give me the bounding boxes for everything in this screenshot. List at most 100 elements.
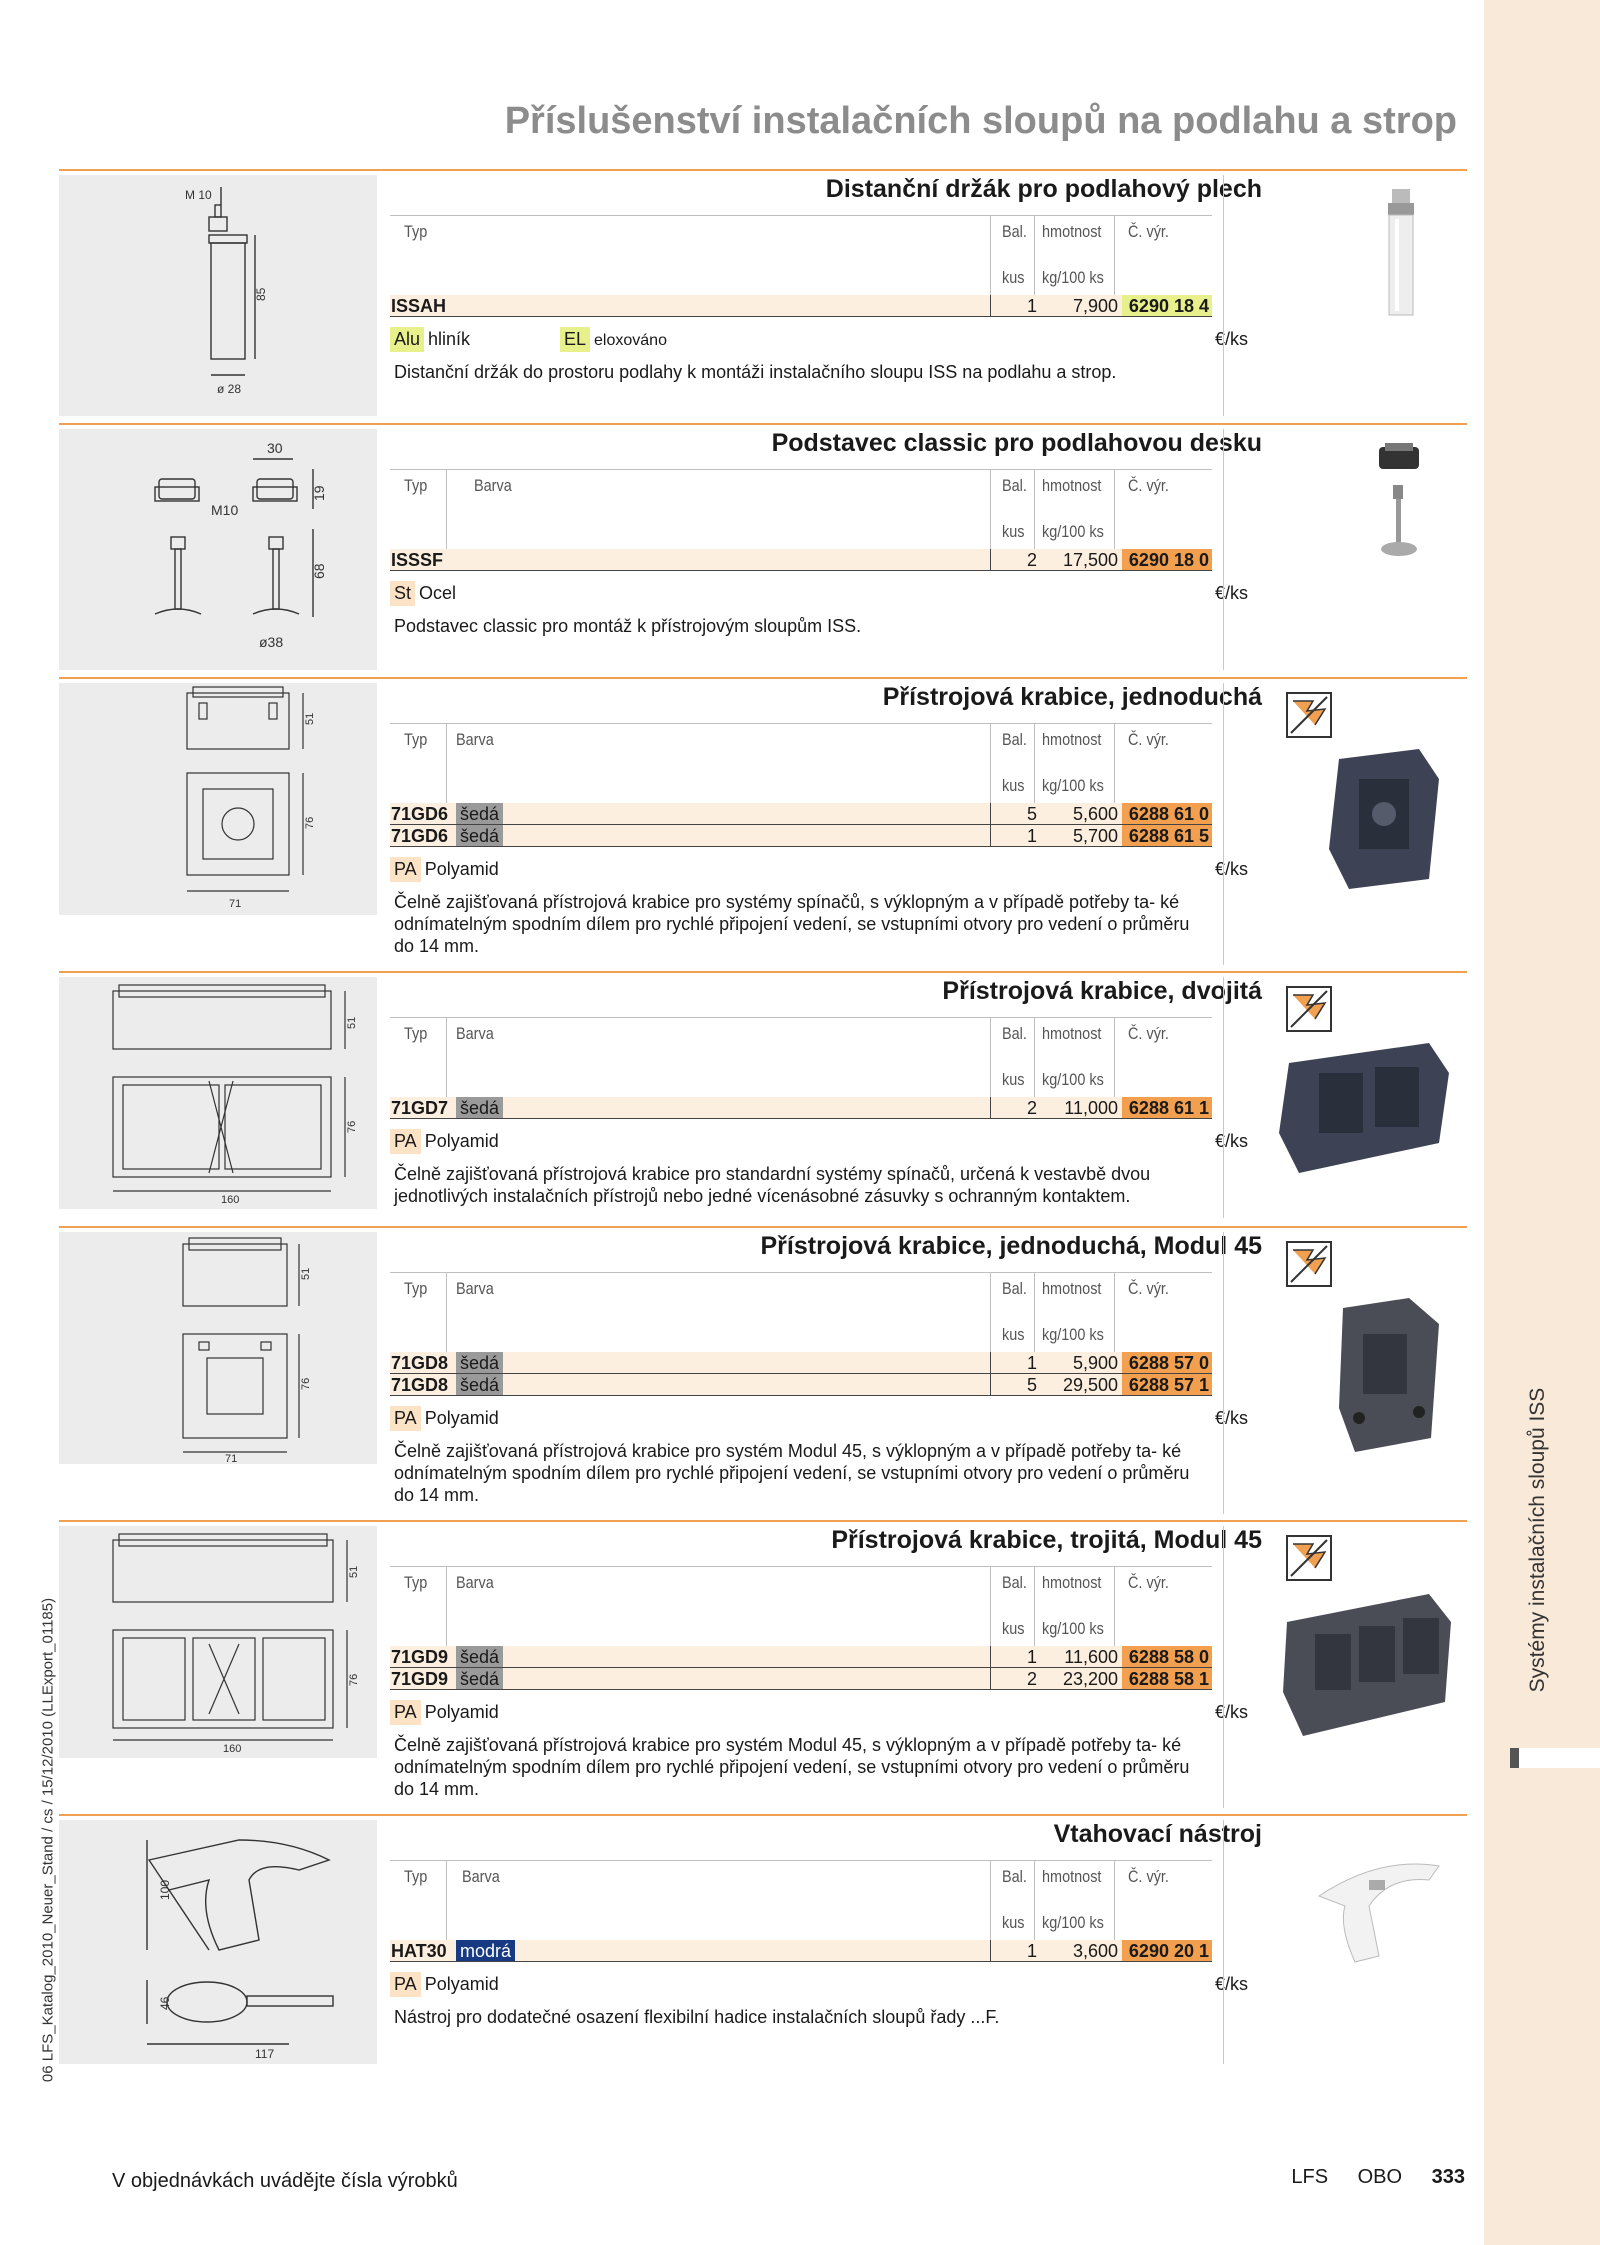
section-title: Přístrojová krabice, jednoduchá, Modul 4… [760, 1232, 1262, 1260]
footer-brand: LFS OBO 333 [1267, 2166, 1465, 2189]
section-title: Přístrojová krabice, trojitá, Modul 45 [831, 1526, 1262, 1554]
side-tab-marker [1510, 1748, 1600, 1768]
flag-certification-icon [1285, 1534, 1333, 1582]
svg-text:51: 51 [300, 1268, 312, 1280]
svg-text:71: 71 [225, 1453, 237, 1464]
single-box-drawing-icon: 51 76 71 [186, 686, 316, 910]
footer-brand-obo: OBO [1357, 2166, 1403, 2188]
price-unit: €/ks [1214, 1408, 1248, 1428]
table-row: 71GD6 šedá 1 5,700 6288 61 5 [390, 825, 1212, 847]
price-unit: €/ks [1214, 329, 1248, 349]
description: Nástroj pro dodatečné osazení flexibilní… [394, 2007, 1000, 2027]
table-row: ISSAH 1 7,900 6290 18 4 [390, 295, 1212, 317]
product-section-2: 30 19 M10 68 ø38 Podstavec classic pro p… [59, 423, 1467, 670]
svg-text:M 10: M 10 [185, 188, 212, 202]
table-header: Typ Barva Bal. hmotnost Č. výr. kus kg/1… [390, 723, 1212, 820]
product-photo [1259, 1033, 1459, 1193]
description: Podstavec classic pro montáž k přístrojo… [394, 616, 862, 636]
svg-text:51: 51 [348, 1566, 360, 1578]
section-title: Vtahovací nástroj [1053, 1820, 1262, 1848]
product-photo [1259, 1582, 1459, 1752]
table-header: Typ Barva Bal. hmotnost Č. výr. kus kg/1… [390, 1860, 1212, 1957]
section-title: Přístrojová krabice, dvojitá [942, 977, 1262, 1005]
footer-brand-lfs: LFS [1291, 2166, 1329, 2188]
svg-text:30: 30 [267, 440, 283, 456]
page-title: Příslušenství instalačních sloupů na pod… [504, 100, 1457, 142]
svg-text:46: 46 [158, 1996, 172, 2010]
svg-text:ø 28: ø 28 [217, 382, 241, 396]
section-title: Distanční držák pro podlahový plech [825, 175, 1262, 203]
technical-drawing: 51 76 71 [59, 683, 377, 915]
section-title: Přístrojová krabice, jednoduchá [882, 683, 1262, 711]
double-box-drawing-icon: 51 76 160 [112, 984, 358, 1206]
flag-certification-icon [1285, 985, 1333, 1033]
technical-drawing: 51 76 160 [59, 1526, 377, 1758]
svg-text:100: 100 [158, 1880, 172, 1900]
svg-text:68: 68 [311, 563, 327, 579]
svg-text:160: 160 [223, 1743, 241, 1755]
spacer-drawing-icon: M 10 85 ø 28 [185, 187, 268, 396]
technical-drawing: 51 76 160 [59, 977, 377, 1209]
table-row: ISSSF 2 17,500 6290 18 0 [390, 549, 1212, 571]
product-photo [1259, 1288, 1459, 1468]
svg-text:76: 76 [300, 1378, 312, 1390]
product-photo [1259, 739, 1459, 919]
price-unit: €/ks [1214, 583, 1248, 603]
svg-text:76: 76 [348, 1674, 360, 1686]
product-section-1: M 10 85 ø 28 Distanční držák pro podlaho… [59, 169, 1467, 416]
base-drawing-icon: 30 19 M10 68 ø38 [154, 440, 327, 650]
table-row: 71GD8 šedá 5 29,500 6288 57 1 [390, 1374, 1212, 1396]
triple-box-photo-icon [1283, 1594, 1451, 1736]
description: Čelně zajišťovaná přístrojová krabice pr… [394, 1441, 1190, 1505]
technical-drawing: 100 46 117 [59, 1820, 377, 2064]
description: Čelně zajišťovaná přístrojová krabice pr… [394, 892, 1190, 956]
price-unit: €/ks [1214, 1974, 1248, 1994]
spacer-photo-icon [1388, 189, 1414, 316]
triple-box-drawing-icon: 51 76 160 [112, 1533, 360, 1755]
price-unit: €/ks [1214, 859, 1248, 879]
svg-text:ø38: ø38 [259, 634, 283, 650]
table-header: Typ Bal. hmotnost Č. výr. kus kg/100 ks [390, 215, 1212, 312]
product-section-5: 51 76 71 Přístrojová krabice, jednoduchá… [59, 1226, 1467, 1514]
modul45-box-photo-icon [1339, 1298, 1439, 1452]
price-unit: €/ks [1214, 1131, 1248, 1151]
description: Distanční držák do prostoru podlahy k mo… [394, 362, 1117, 382]
table-row: HAT30 modrá 1 3,600 6290 20 1 [390, 1940, 1212, 1962]
description: Čelně zajišťovaná přístrojová krabice pr… [394, 1164, 1151, 1206]
svg-text:76: 76 [346, 1121, 358, 1133]
product-photo [1259, 1836, 1459, 1986]
product-photo [1259, 175, 1459, 325]
base-photo-icon [1379, 443, 1419, 556]
technical-drawing: M 10 85 ø 28 [59, 175, 377, 416]
table-row: 71GD7 šedá 2 11,000 6288 61 1 [390, 1097, 1212, 1119]
pulling-tool-photo-icon [1317, 1863, 1440, 1963]
table-header: Typ Barva Bal. hmotnost Č. výr. kus kg/1… [390, 1566, 1212, 1663]
svg-text:85: 85 [254, 287, 268, 301]
table-row: 71GD8 šedá 1 5,900 6288 57 0 [390, 1352, 1212, 1374]
section-title: Podstavec classic pro podlahovou desku [771, 429, 1262, 457]
table-row: 71GD9 šedá 2 23,200 6288 58 1 [390, 1668, 1212, 1690]
table-row: 71GD6 šedá 5 5,600 6288 61 0 [390, 803, 1212, 825]
technical-drawing: 30 19 M10 68 ø38 [59, 429, 377, 670]
pulling-tool-drawing-icon: 100 46 117 [146, 1839, 334, 2061]
flag-certification-icon [1285, 691, 1333, 739]
price-unit: €/ks [1214, 1702, 1248, 1722]
flag-certification-icon [1285, 1240, 1333, 1288]
product-section-4: 51 76 160 Přístrojová krabice, dvojitá T… [59, 971, 1467, 1218]
product-section-6: 51 76 160 Přístrojová krabice, trojitá, … [59, 1520, 1467, 1808]
svg-text:51: 51 [346, 1017, 358, 1029]
single-box-photo-icon [1329, 749, 1439, 889]
table-header: Typ Barva Bal. hmotnost Č. výr. kus kg/1… [390, 1017, 1212, 1114]
table-header: Typ Barva Bal. hmotnost Č. výr. kus kg/1… [390, 1272, 1212, 1369]
svg-text:51: 51 [304, 713, 316, 725]
svg-text:76: 76 [304, 817, 316, 829]
product-section-3: 51 76 71 Přístrojová krabice, jednoduchá… [59, 677, 1467, 965]
side-band [1484, 0, 1600, 2245]
description: Čelně zajišťovaná přístrojová krabice pr… [394, 1735, 1190, 1799]
svg-text:160: 160 [221, 1194, 239, 1206]
